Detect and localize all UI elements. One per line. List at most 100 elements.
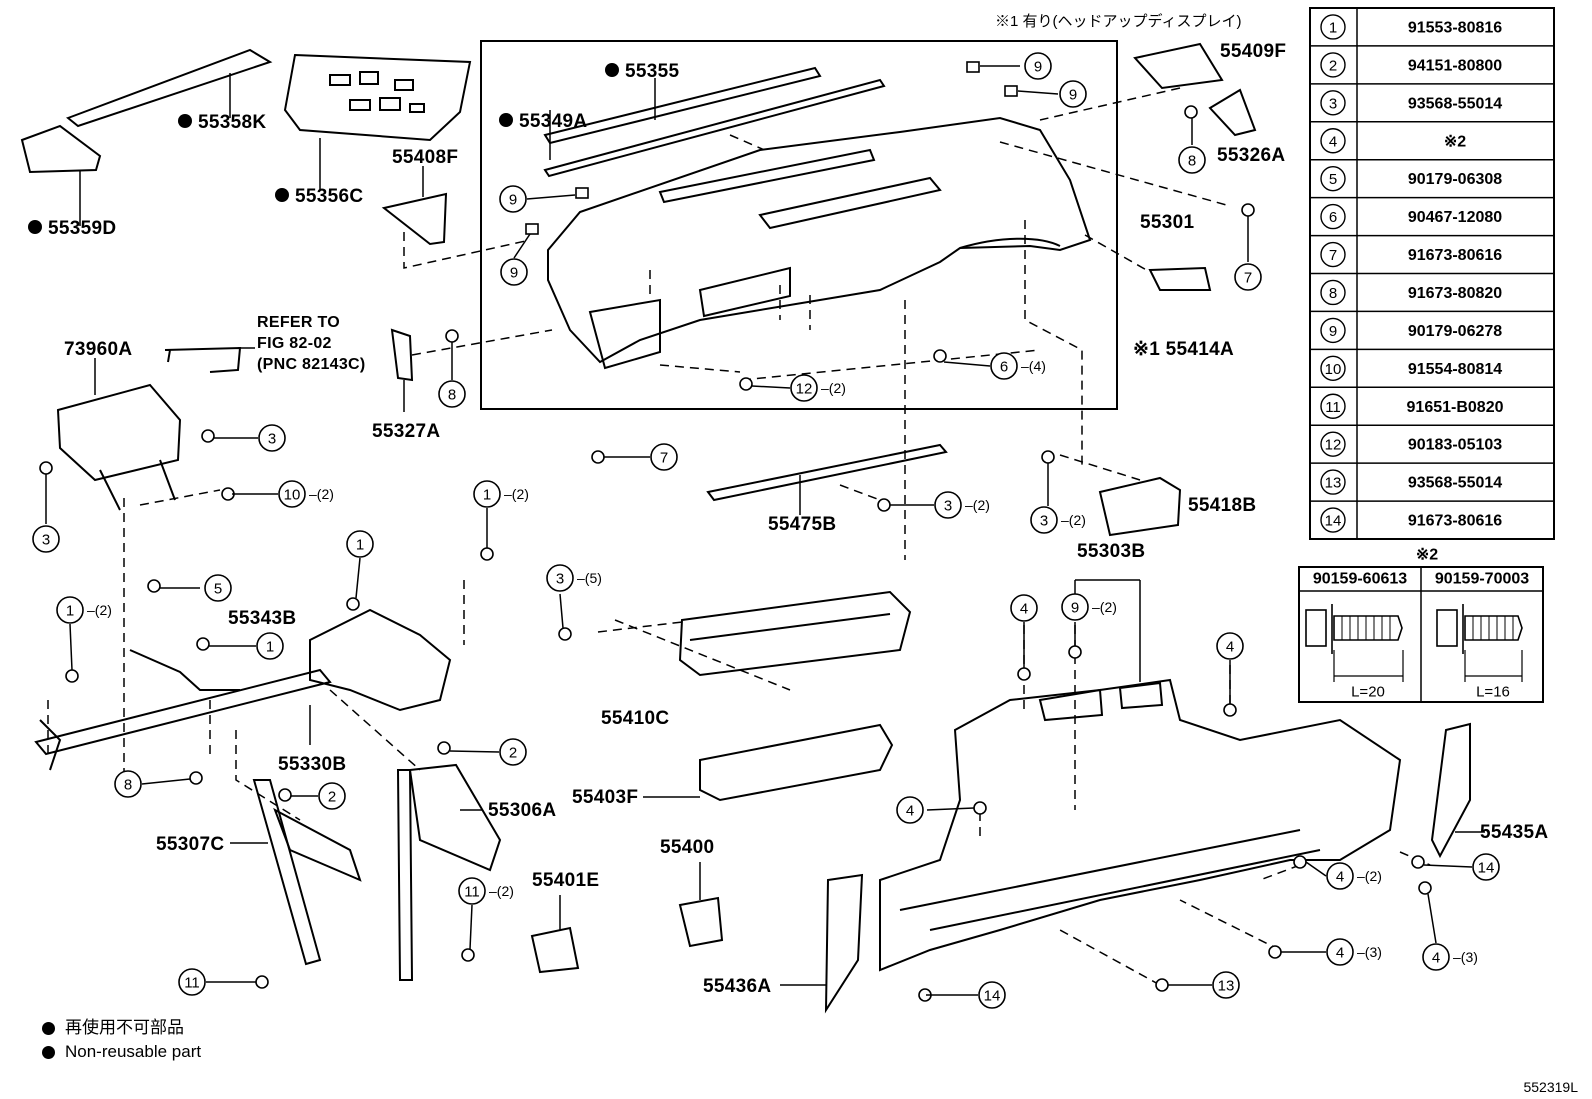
table-part-number: 90467-12080 (1408, 209, 1502, 226)
table-part-number: 90183-05103 (1408, 437, 1502, 454)
table-ref: 14 (1325, 513, 1342, 530)
callout-4: 4 (1010, 594, 1038, 622)
callout-4: 4–(2) (1326, 862, 1382, 890)
label-55349A: 55349A (519, 111, 587, 132)
table-part-number: 91553-80816 (1408, 19, 1502, 36)
callout-3: 3 (32, 525, 60, 553)
label-55400: 55400 (660, 837, 714, 858)
callout-number: 3 (944, 498, 952, 515)
table-ref: 11 (1325, 399, 1341, 416)
callout-qty: –(2) (87, 602, 112, 618)
fastener-bolts (39, 61, 1432, 1002)
callout-number: 1 (483, 487, 491, 504)
callout-number: 4 (1336, 869, 1344, 886)
callout-number: 3 (1040, 513, 1048, 530)
table-part-number: 91651-B0820 (1407, 399, 1504, 416)
legend: 再使用不可部品 Non-reusable part (42, 1016, 201, 1064)
table-ref: 5 (1329, 171, 1337, 188)
table-ref: 2 (1329, 57, 1337, 74)
label-55355: 55355 (625, 61, 679, 82)
label-73960A: 73960A (64, 339, 132, 360)
table-row: 4 ※2 (1310, 121, 1554, 154)
table-part-number: 91673-80820 (1408, 285, 1502, 302)
callout-8: 8 (1178, 146, 1206, 174)
callout-number: 3 (268, 431, 276, 448)
callout-number: 4 (1336, 945, 1344, 962)
callout-12: 12–(2) (790, 374, 846, 402)
register-55410C (678, 590, 912, 677)
table-ref: 12 (1325, 437, 1342, 454)
garnish-55435A (1430, 722, 1471, 859)
callout-9: 9 (1024, 52, 1052, 80)
table-ref: 9 (1329, 323, 1337, 340)
garnish-55436A (824, 873, 864, 1014)
callout-number: 5 (214, 581, 222, 598)
callout-3: 3 –(2) (1030, 506, 1086, 534)
callout-number: 9 (510, 265, 518, 282)
bolt-pn-1: 90159-60613 (1313, 571, 1407, 588)
callout-number: 2 (328, 789, 336, 806)
callout-leaders (45, 65, 1473, 996)
callout-qty: –(2) (309, 486, 334, 502)
callout-1: 1–(2) (473, 480, 529, 508)
callout-11: 11–(2) (458, 877, 514, 905)
panel-55403F (699, 723, 894, 802)
steering-support-55330B (34, 608, 452, 771)
callout-qty: –(2) (1061, 512, 1086, 528)
callout-9: 9 (500, 258, 528, 286)
svg-text:(PNC 82143C): (PNC 82143C) (257, 356, 366, 373)
callout-9: 9 (499, 185, 527, 213)
label-55307C: 55307C (156, 834, 224, 855)
callout-group: 99998786–(4)12–(2)3310–(2)73–(2)3–(2)1–(… (32, 52, 1500, 1009)
callout-qty: –(3) (1357, 944, 1382, 960)
callout-7: 7 (1234, 263, 1262, 291)
label-55306A: 55306A (488, 800, 556, 821)
non-reusable-marker-icon (42, 1045, 55, 1059)
callout-number: 9 (1071, 600, 1079, 617)
callout-1: 1 (346, 530, 374, 558)
callout-qty: –(2) (1092, 599, 1117, 615)
callout-9: 9 –(2) (1061, 593, 1117, 621)
label-55358K: 55358K (198, 112, 266, 133)
callout-number: 9 (509, 192, 517, 209)
table-ref: 4 (1329, 133, 1337, 150)
instrument-panel-frame (480, 40, 1118, 410)
bolt-pn-2: 90159-70003 (1435, 571, 1529, 588)
callout-number: 1 (266, 639, 274, 656)
callout-1: 1 –(2) (56, 596, 112, 624)
callout-4: 4–(3) (1422, 943, 1478, 971)
molding-55355 (543, 66, 822, 145)
bolt-length-2: L=16 (1476, 684, 1510, 701)
label-55414A: ※1 55414A (1133, 339, 1234, 360)
callout-number: 14 (1478, 860, 1495, 877)
airbag-73960A (56, 346, 242, 511)
label-55301: 55301 (1140, 212, 1194, 233)
bolt-icon-washer (1436, 604, 1523, 654)
callout-8: 8 (114, 770, 142, 798)
callout-number: 4 (1020, 601, 1028, 618)
table-part-number: ※2 (1444, 133, 1466, 150)
callout-8: 8 (438, 380, 466, 408)
label-55475B: 55475B (768, 514, 836, 535)
table-ref: 10 (1325, 361, 1342, 378)
label-55436A: 55436A (703, 976, 771, 997)
callout-number: 11 (464, 884, 480, 901)
callout-number: 6 (1000, 359, 1008, 376)
callout-4: 4 (1216, 632, 1244, 660)
callout-14: 14 (1472, 853, 1500, 881)
label-55409F: 55409F (1220, 41, 1286, 62)
callout-9: 9 (1059, 80, 1087, 108)
table-ref: 7 (1329, 247, 1337, 264)
callout-number: 1 (66, 603, 74, 620)
bolt-table-title: ※2 (1416, 547, 1438, 564)
label-55303B: 55303B (1077, 541, 1145, 562)
part-55326A-shape (1208, 88, 1257, 137)
brace-55307C (252, 779, 322, 966)
svg-text:FIG 82-02: FIG 82-02 (257, 335, 332, 352)
